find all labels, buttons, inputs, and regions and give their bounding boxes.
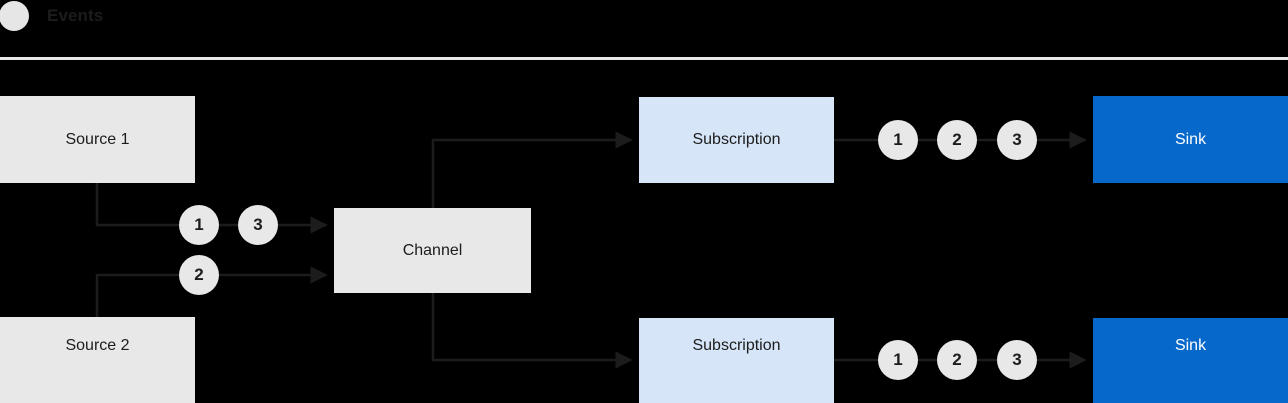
event-token: 1 xyxy=(878,120,918,160)
event-token: 2 xyxy=(937,120,977,160)
node-channel[interactable]: Channel xyxy=(334,208,531,293)
event-token-label: 2 xyxy=(194,265,204,284)
node-source-2-label: Source 2 xyxy=(65,337,130,354)
event-token: 3 xyxy=(997,120,1037,160)
node-sink-top[interactable]: Sink xyxy=(1093,96,1288,183)
node-subscription-top[interactable]: Subscription xyxy=(639,97,834,183)
event-token-label: 1 xyxy=(893,350,903,369)
node-sink-top-label: Sink xyxy=(1174,130,1207,148)
event-token: 3 xyxy=(997,340,1037,380)
node-subscription-bottom-label: Subscription xyxy=(692,336,781,354)
node-subscription-top-label: Subscription xyxy=(692,131,781,148)
legend-label: Events xyxy=(47,6,104,25)
node-subscription-bottom[interactable]: Subscription xyxy=(639,318,834,403)
event-token-label: 1 xyxy=(194,215,204,234)
event-token-label: 2 xyxy=(952,130,962,149)
wire-channel-to-subscription-top xyxy=(431,131,633,208)
event-token: 2 xyxy=(937,340,977,380)
node-source-1[interactable]: Source 1 xyxy=(0,96,195,183)
node-source-1-label: Source 1 xyxy=(65,130,130,148)
event-token: 2 xyxy=(179,255,219,295)
event-token: 1 xyxy=(179,205,219,245)
wire-channel-to-subscription-bottom xyxy=(431,293,633,369)
event-token: 1 xyxy=(878,340,918,380)
node-sink-bottom[interactable]: Sink xyxy=(1093,318,1288,403)
event-token-label: 2 xyxy=(952,350,962,369)
node-sink-bottom-label: Sink xyxy=(1174,336,1207,354)
event-token-label: 1 xyxy=(893,130,903,149)
node-source-2[interactable]: Source 2 xyxy=(0,317,195,403)
event-token-label: 3 xyxy=(1012,130,1022,149)
node-channel-label: Channel xyxy=(402,241,463,259)
header-divider xyxy=(0,57,1288,60)
event-token: 3 xyxy=(238,205,278,245)
event-token-label: 3 xyxy=(1012,350,1022,369)
events-dot-icon xyxy=(0,1,29,31)
event-token-label: 3 xyxy=(253,215,263,234)
